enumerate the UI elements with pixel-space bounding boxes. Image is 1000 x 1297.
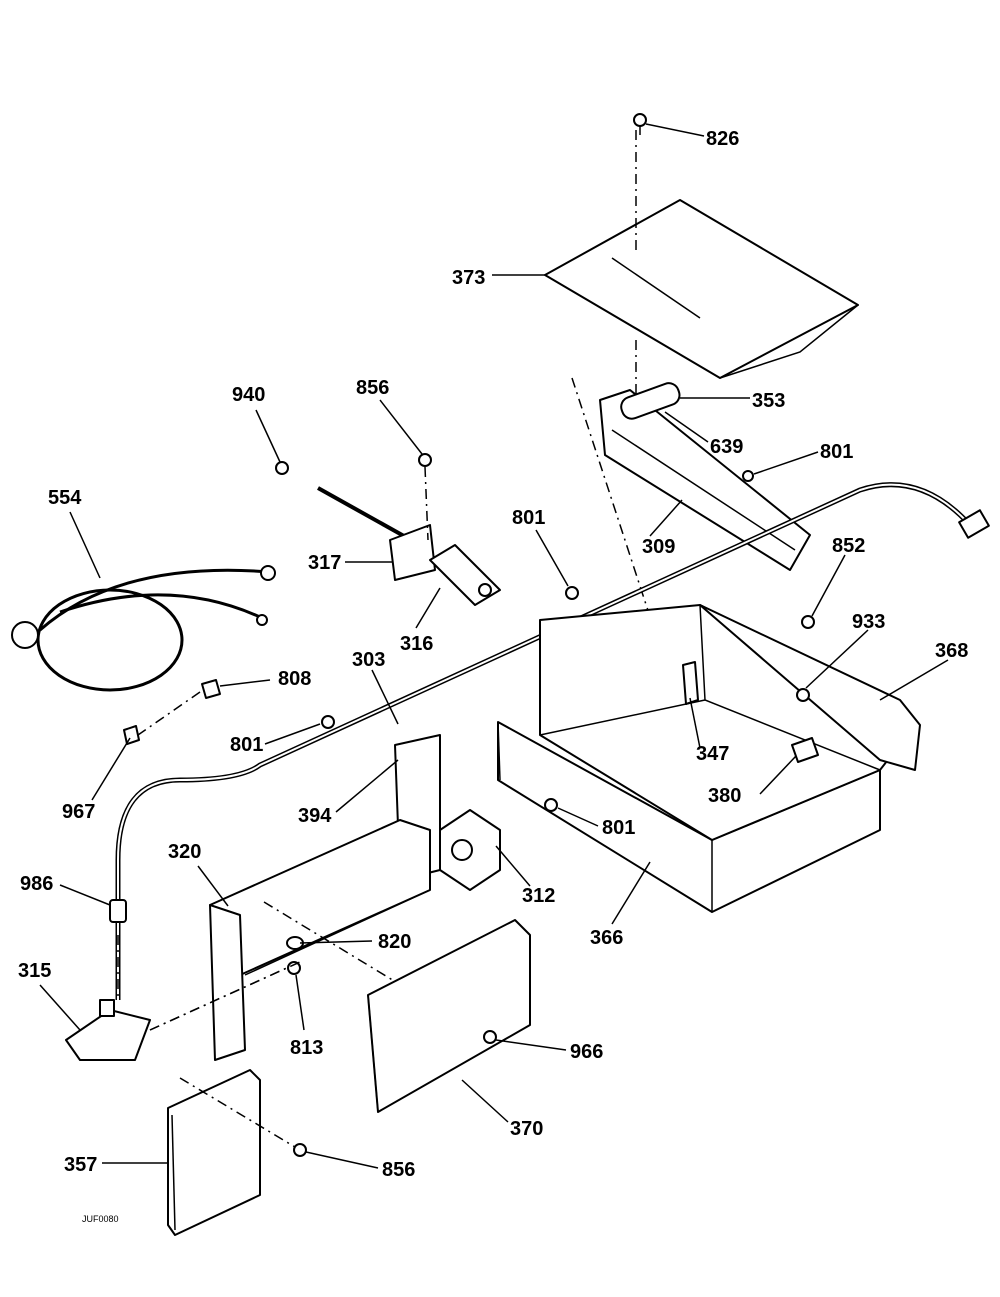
label-357: 357	[64, 1154, 97, 1176]
screw-856-door	[293, 1143, 307, 1157]
part-labels: 826 373 353 639 801 940 856 554 309 852 …	[18, 128, 968, 1224]
label-801-d: 801	[602, 817, 635, 839]
label-366: 366	[590, 927, 623, 949]
screw-856-bracket	[418, 453, 432, 467]
nut-933	[796, 688, 810, 702]
label-813: 813	[290, 1037, 323, 1059]
screw-852	[801, 615, 815, 629]
screw-801-burner	[742, 470, 754, 482]
label-852: 852	[832, 535, 865, 557]
drawing-code: JUF0080	[82, 1214, 119, 1224]
door-357	[167, 1069, 261, 1236]
screw-826	[633, 113, 647, 135]
clip-801-tube	[321, 715, 335, 729]
burner-box-366	[497, 604, 916, 913]
screw-801-front	[544, 798, 558, 812]
label-347: 347	[696, 743, 729, 765]
gas-tube-303	[115, 482, 990, 1000]
label-801-b: 801	[512, 507, 545, 529]
label-315: 315	[18, 960, 51, 982]
label-808: 808	[278, 668, 311, 690]
cover-panel-370	[367, 919, 531, 1113]
igniter-353	[620, 382, 681, 420]
centerline-808	[137, 691, 201, 736]
fitting-967	[123, 725, 140, 745]
burner-309	[599, 389, 811, 571]
valve-315	[65, 999, 151, 1061]
cover-plate-373	[544, 199, 859, 379]
label-940: 940	[232, 384, 265, 406]
label-820: 820	[378, 931, 411, 953]
label-320: 320	[168, 841, 201, 863]
label-303: 303	[352, 649, 385, 671]
label-370: 370	[510, 1118, 543, 1140]
electrode-316	[429, 544, 501, 606]
bracket-317	[317, 486, 436, 581]
label-986: 986	[20, 873, 53, 895]
label-856-a: 856	[356, 377, 389, 399]
label-368: 368	[935, 640, 968, 662]
label-967: 967	[62, 801, 95, 823]
label-966: 966	[570, 1041, 603, 1063]
label-826: 826	[706, 128, 739, 150]
label-312: 312	[522, 885, 555, 907]
centerline-856	[424, 466, 429, 541]
valve-312	[439, 809, 501, 891]
label-317: 317	[308, 552, 341, 574]
label-309: 309	[642, 536, 675, 558]
label-316: 316	[400, 633, 433, 655]
label-639: 639	[710, 436, 743, 458]
label-380: 380	[708, 785, 741, 807]
orifice-986	[109, 899, 127, 923]
nut-940	[275, 461, 289, 475]
label-801-c: 801	[230, 734, 263, 756]
centerline-315	[149, 961, 301, 1031]
centerline-856-door	[179, 1077, 301, 1151]
label-554: 554	[48, 487, 82, 509]
label-373: 373	[452, 267, 485, 289]
label-801-a: 801	[820, 441, 853, 463]
screw-966	[483, 1030, 497, 1044]
bracket-347	[682, 661, 699, 705]
label-856-b: 856	[382, 1159, 415, 1181]
label-394: 394	[298, 805, 332, 827]
wire-harness-554	[11, 565, 276, 692]
side-panel-368	[699, 604, 921, 771]
screw-801-box	[565, 586, 579, 600]
leader-lines	[39, 123, 949, 1169]
fitting-808	[201, 679, 221, 699]
label-933: 933	[852, 611, 885, 633]
label-353: 353	[752, 390, 785, 412]
screw-813	[287, 961, 301, 975]
